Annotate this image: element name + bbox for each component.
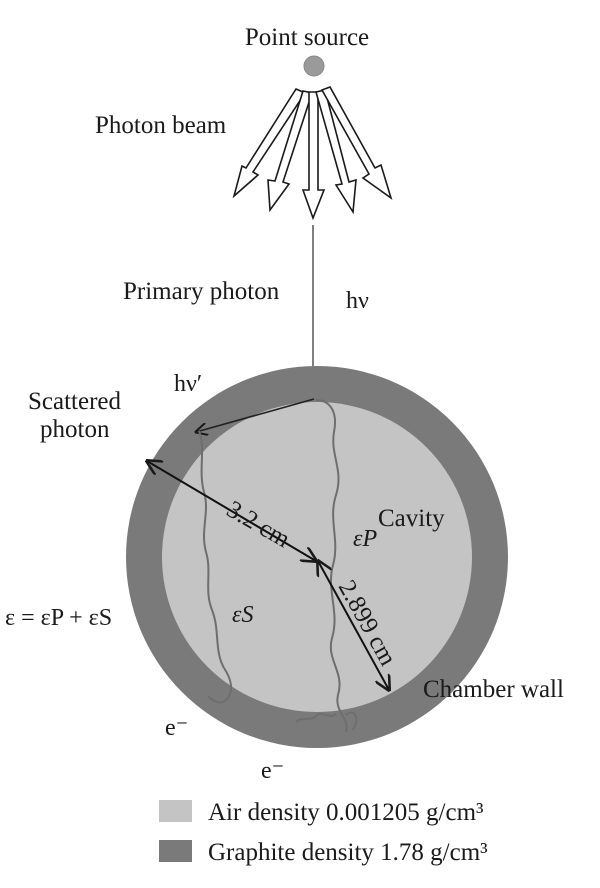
outer-radius-arrow <box>147 461 316 561</box>
scattered-photon-label-line1: Scattered <box>28 388 122 415</box>
h-nu-label: hν <box>346 288 369 314</box>
legend-label-air: Air density 0.001205 g/cm³ <box>208 799 484 826</box>
photon-beam-arrows <box>232 86 393 221</box>
electron-track-primary-tail <box>345 711 358 731</box>
h-nu-prime-label: hν′ <box>174 371 202 397</box>
photon-beam-label: Photon beam <box>95 112 227 139</box>
epsilon-sum-equation: ε = εP + εS <box>5 605 112 631</box>
electron-label-bottom: e⁻ <box>261 758 284 784</box>
chamber-wall-label: Chamber wall <box>423 676 564 703</box>
point-source-label: Point source <box>245 24 369 51</box>
legend: Air density 0.001205 g/cm³ Graphite dens… <box>159 799 488 866</box>
epsilon-p-label: εP <box>353 526 377 552</box>
legend-swatch-graphite <box>159 840 192 862</box>
cavity-air <box>162 402 472 712</box>
point-source-dot <box>303 55 325 77</box>
scattered-photon-ray <box>196 398 315 432</box>
inner-radius-arrow <box>318 561 389 690</box>
epsilon-s-label: εS <box>232 602 253 628</box>
scattered-photon-label-line2: photon <box>40 416 110 443</box>
legend-label-graphite: Graphite density 1.78 g/cm³ <box>208 839 488 866</box>
primary-photon-label: Primary photon <box>123 278 280 305</box>
electron-track-bottom <box>295 713 337 723</box>
cavity-label: Cavity <box>378 505 445 532</box>
electron-label-left: e⁻ <box>165 715 188 741</box>
legend-swatch-air <box>159 800 192 822</box>
